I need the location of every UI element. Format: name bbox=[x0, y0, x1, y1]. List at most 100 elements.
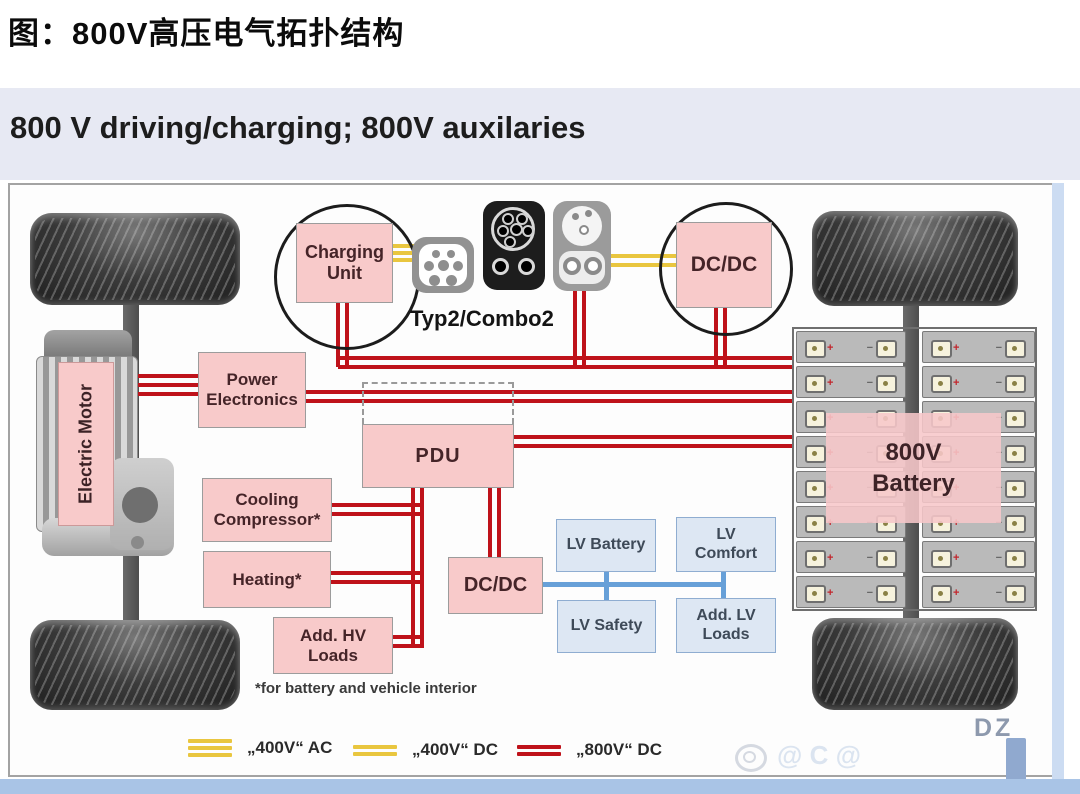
wire-pdu-left-down bbox=[411, 488, 424, 648]
battery-module: +− bbox=[922, 541, 1035, 573]
battery-terminal bbox=[931, 585, 952, 603]
battery-minus-sign: − bbox=[866, 377, 873, 389]
battery-plus-sign: + bbox=[953, 377, 960, 389]
combo-socket-icon bbox=[553, 201, 611, 291]
battery-terminal bbox=[931, 340, 952, 358]
lv-safety-box: LV Safety bbox=[557, 600, 656, 653]
panel-right-stripe bbox=[1052, 183, 1064, 779]
battery-terminal bbox=[876, 550, 897, 568]
tire-front-right bbox=[812, 211, 1018, 306]
legend-item-400v-ac: „400V“ AC bbox=[188, 738, 332, 758]
battery-minus-sign: − bbox=[866, 552, 873, 564]
battery-terminal bbox=[1005, 445, 1026, 463]
lv-comfort-box: LV Comfort bbox=[676, 517, 776, 572]
battery-plus-sign: + bbox=[827, 517, 834, 529]
wire-cooling-stub bbox=[332, 503, 424, 516]
add-lv-loads-box: Add. LV Loads bbox=[676, 598, 776, 653]
battery-module: +− bbox=[922, 331, 1035, 363]
battery-terminal bbox=[805, 550, 826, 568]
legend-label: „400V“ AC bbox=[247, 738, 333, 757]
connector-label: Typ2/Combo2 bbox=[410, 306, 554, 331]
slide-subtitle: 800 V driving/charging; 800V auxilaries bbox=[10, 110, 586, 145]
wire-heating-stub bbox=[330, 571, 424, 584]
tire-rear-right bbox=[812, 618, 1018, 710]
watermark-blue-tab bbox=[1006, 738, 1026, 782]
battery-plus-sign: + bbox=[953, 587, 960, 599]
battery-terminal bbox=[876, 585, 897, 603]
legend-item-800v-dc: „800V“ DC bbox=[517, 740, 662, 760]
power-electronics-box: Power Electronics bbox=[198, 352, 306, 428]
battery-plus-sign: + bbox=[827, 377, 834, 389]
legend-swatch bbox=[353, 744, 397, 756]
motor-gear-pin bbox=[131, 536, 144, 549]
lv-bus bbox=[543, 582, 726, 587]
watermark-weibo: @ C @ bbox=[733, 738, 923, 778]
dcdc-mid-box: DC/DC bbox=[448, 557, 543, 614]
cooling-compressor-box: Cooling Compressor* bbox=[202, 478, 332, 542]
battery-terminal bbox=[1005, 585, 1026, 603]
battery-terminal bbox=[1005, 375, 1026, 393]
pdu-box: PDU bbox=[362, 424, 514, 488]
battery-terminal bbox=[805, 480, 826, 498]
subtitle-band bbox=[0, 88, 1080, 180]
tire-front-left bbox=[30, 213, 240, 305]
battery-plus-sign: + bbox=[827, 552, 834, 564]
battery-terminal bbox=[1005, 480, 1026, 498]
heating-box: Heating* bbox=[203, 551, 331, 608]
combo2-connector-icon bbox=[483, 201, 545, 290]
footnote: *for battery and vehicle interior bbox=[255, 680, 477, 697]
bottom-blue-bar bbox=[0, 779, 1080, 794]
battery-terminal bbox=[805, 515, 826, 533]
battery-terminal bbox=[931, 550, 952, 568]
typ2-connector-icon bbox=[412, 237, 474, 293]
legend-label: „800V“ DC bbox=[576, 740, 662, 759]
battery-minus-sign: − bbox=[995, 587, 1002, 599]
battery-terminal bbox=[1005, 340, 1026, 358]
battery-terminal bbox=[1005, 515, 1026, 533]
watermark-dz-text: DZ bbox=[974, 714, 1014, 742]
pdu-dashed-extension bbox=[362, 382, 514, 424]
battery-terminal bbox=[805, 375, 826, 393]
battery-terminal bbox=[805, 340, 826, 358]
battery-terminal bbox=[805, 585, 826, 603]
battery-terminal bbox=[805, 410, 826, 428]
battery-terminal bbox=[876, 375, 897, 393]
add-hv-loads-box: Add. HV Loads bbox=[273, 617, 393, 674]
battery-plus-sign: + bbox=[953, 342, 960, 354]
battery-terminal bbox=[805, 445, 826, 463]
battery-module: +− bbox=[796, 541, 906, 573]
lv-stub-battery-safety bbox=[604, 572, 609, 600]
battery-module: +− bbox=[922, 366, 1035, 398]
battery-minus-sign: − bbox=[866, 517, 873, 529]
dcdc-top-box: DC/DC bbox=[676, 222, 772, 308]
lv-battery-box: LV Battery bbox=[556, 519, 656, 572]
battery-800v-label: 800V Battery bbox=[826, 413, 1001, 523]
legend-item-400v-dc: „400V“ DC bbox=[353, 740, 498, 760]
wire-bus1-800dc bbox=[338, 356, 792, 369]
wire-bus3-800dc bbox=[514, 435, 792, 448]
battery-minus-sign: − bbox=[995, 342, 1002, 354]
battery-plus-sign: + bbox=[953, 517, 960, 529]
legend-swatch bbox=[517, 744, 561, 756]
battery-terminal bbox=[1005, 550, 1026, 568]
battery-minus-sign: − bbox=[866, 342, 873, 354]
wire-pdu-right-down bbox=[488, 488, 501, 557]
battery-minus-sign: − bbox=[995, 517, 1002, 529]
battery-plus-sign: + bbox=[827, 342, 834, 354]
legend-swatch bbox=[188, 739, 232, 757]
battery-plus-sign: + bbox=[827, 587, 834, 599]
wire-bus2-800dc bbox=[304, 390, 792, 403]
battery-minus-sign: − bbox=[995, 552, 1002, 564]
motor-gear-hub bbox=[122, 487, 158, 523]
tire-rear-left bbox=[30, 620, 240, 710]
electric-motor-label: Electric Motor bbox=[58, 362, 114, 526]
battery-terminal bbox=[876, 340, 897, 358]
legend-label: „400V“ DC bbox=[412, 740, 498, 759]
battery-minus-sign: − bbox=[866, 587, 873, 599]
battery-module: +− bbox=[796, 576, 906, 608]
battery-module: +− bbox=[796, 331, 906, 363]
battery-minus-sign: − bbox=[995, 377, 1002, 389]
battery-terminal bbox=[931, 375, 952, 393]
battery-terminal bbox=[1005, 410, 1026, 428]
motor-cap bbox=[44, 330, 132, 358]
